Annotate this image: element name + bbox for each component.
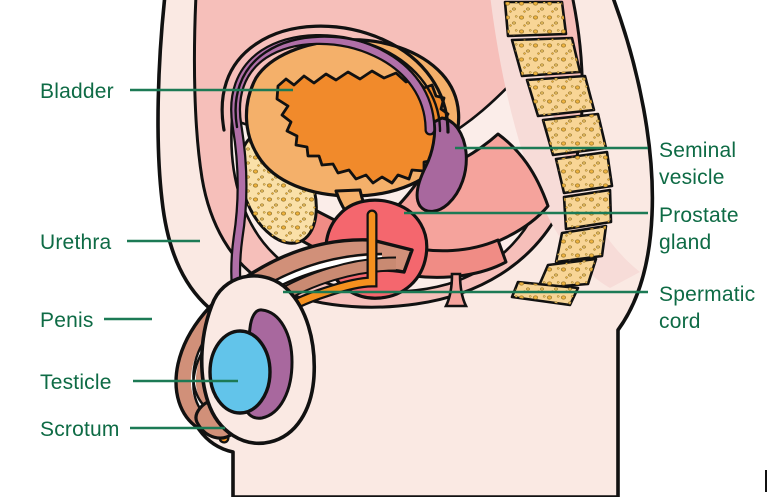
- label-seminal-vesicle-line1: Seminal: [659, 139, 736, 162]
- cord-sheath-inner: [234, 35, 442, 133]
- label-prostate-gland-line2: gland: [659, 231, 711, 254]
- cord-sheath-outer: [220, 24, 450, 134]
- label-prostate-gland-line1: Prostate: [659, 204, 739, 227]
- scrotum-group: [200, 274, 317, 445]
- testicle: [208, 329, 272, 415]
- label-seminal-vesicle-line2: vesicle: [659, 166, 725, 189]
- label-spermatic-cord-line2: cord: [659, 310, 701, 333]
- vertebral-column-group: [490, 0, 640, 307]
- leader-lines: [104, 88, 648, 430]
- label-scrotum: Scrotum: [40, 418, 120, 441]
- label-testicle: Testicle: [40, 371, 112, 394]
- edge-tick-mark: [765, 470, 767, 492]
- label-text-group: Bladder Urethra Penis Testicle Scrotum S…: [40, 80, 755, 441]
- anus: [443, 272, 469, 308]
- label-spermatic-cord-line1: Spermatic: [659, 283, 755, 306]
- label-urethra: Urethra: [40, 231, 112, 254]
- label-penis: Penis: [40, 309, 94, 332]
- label-bladder: Bladder: [40, 80, 114, 103]
